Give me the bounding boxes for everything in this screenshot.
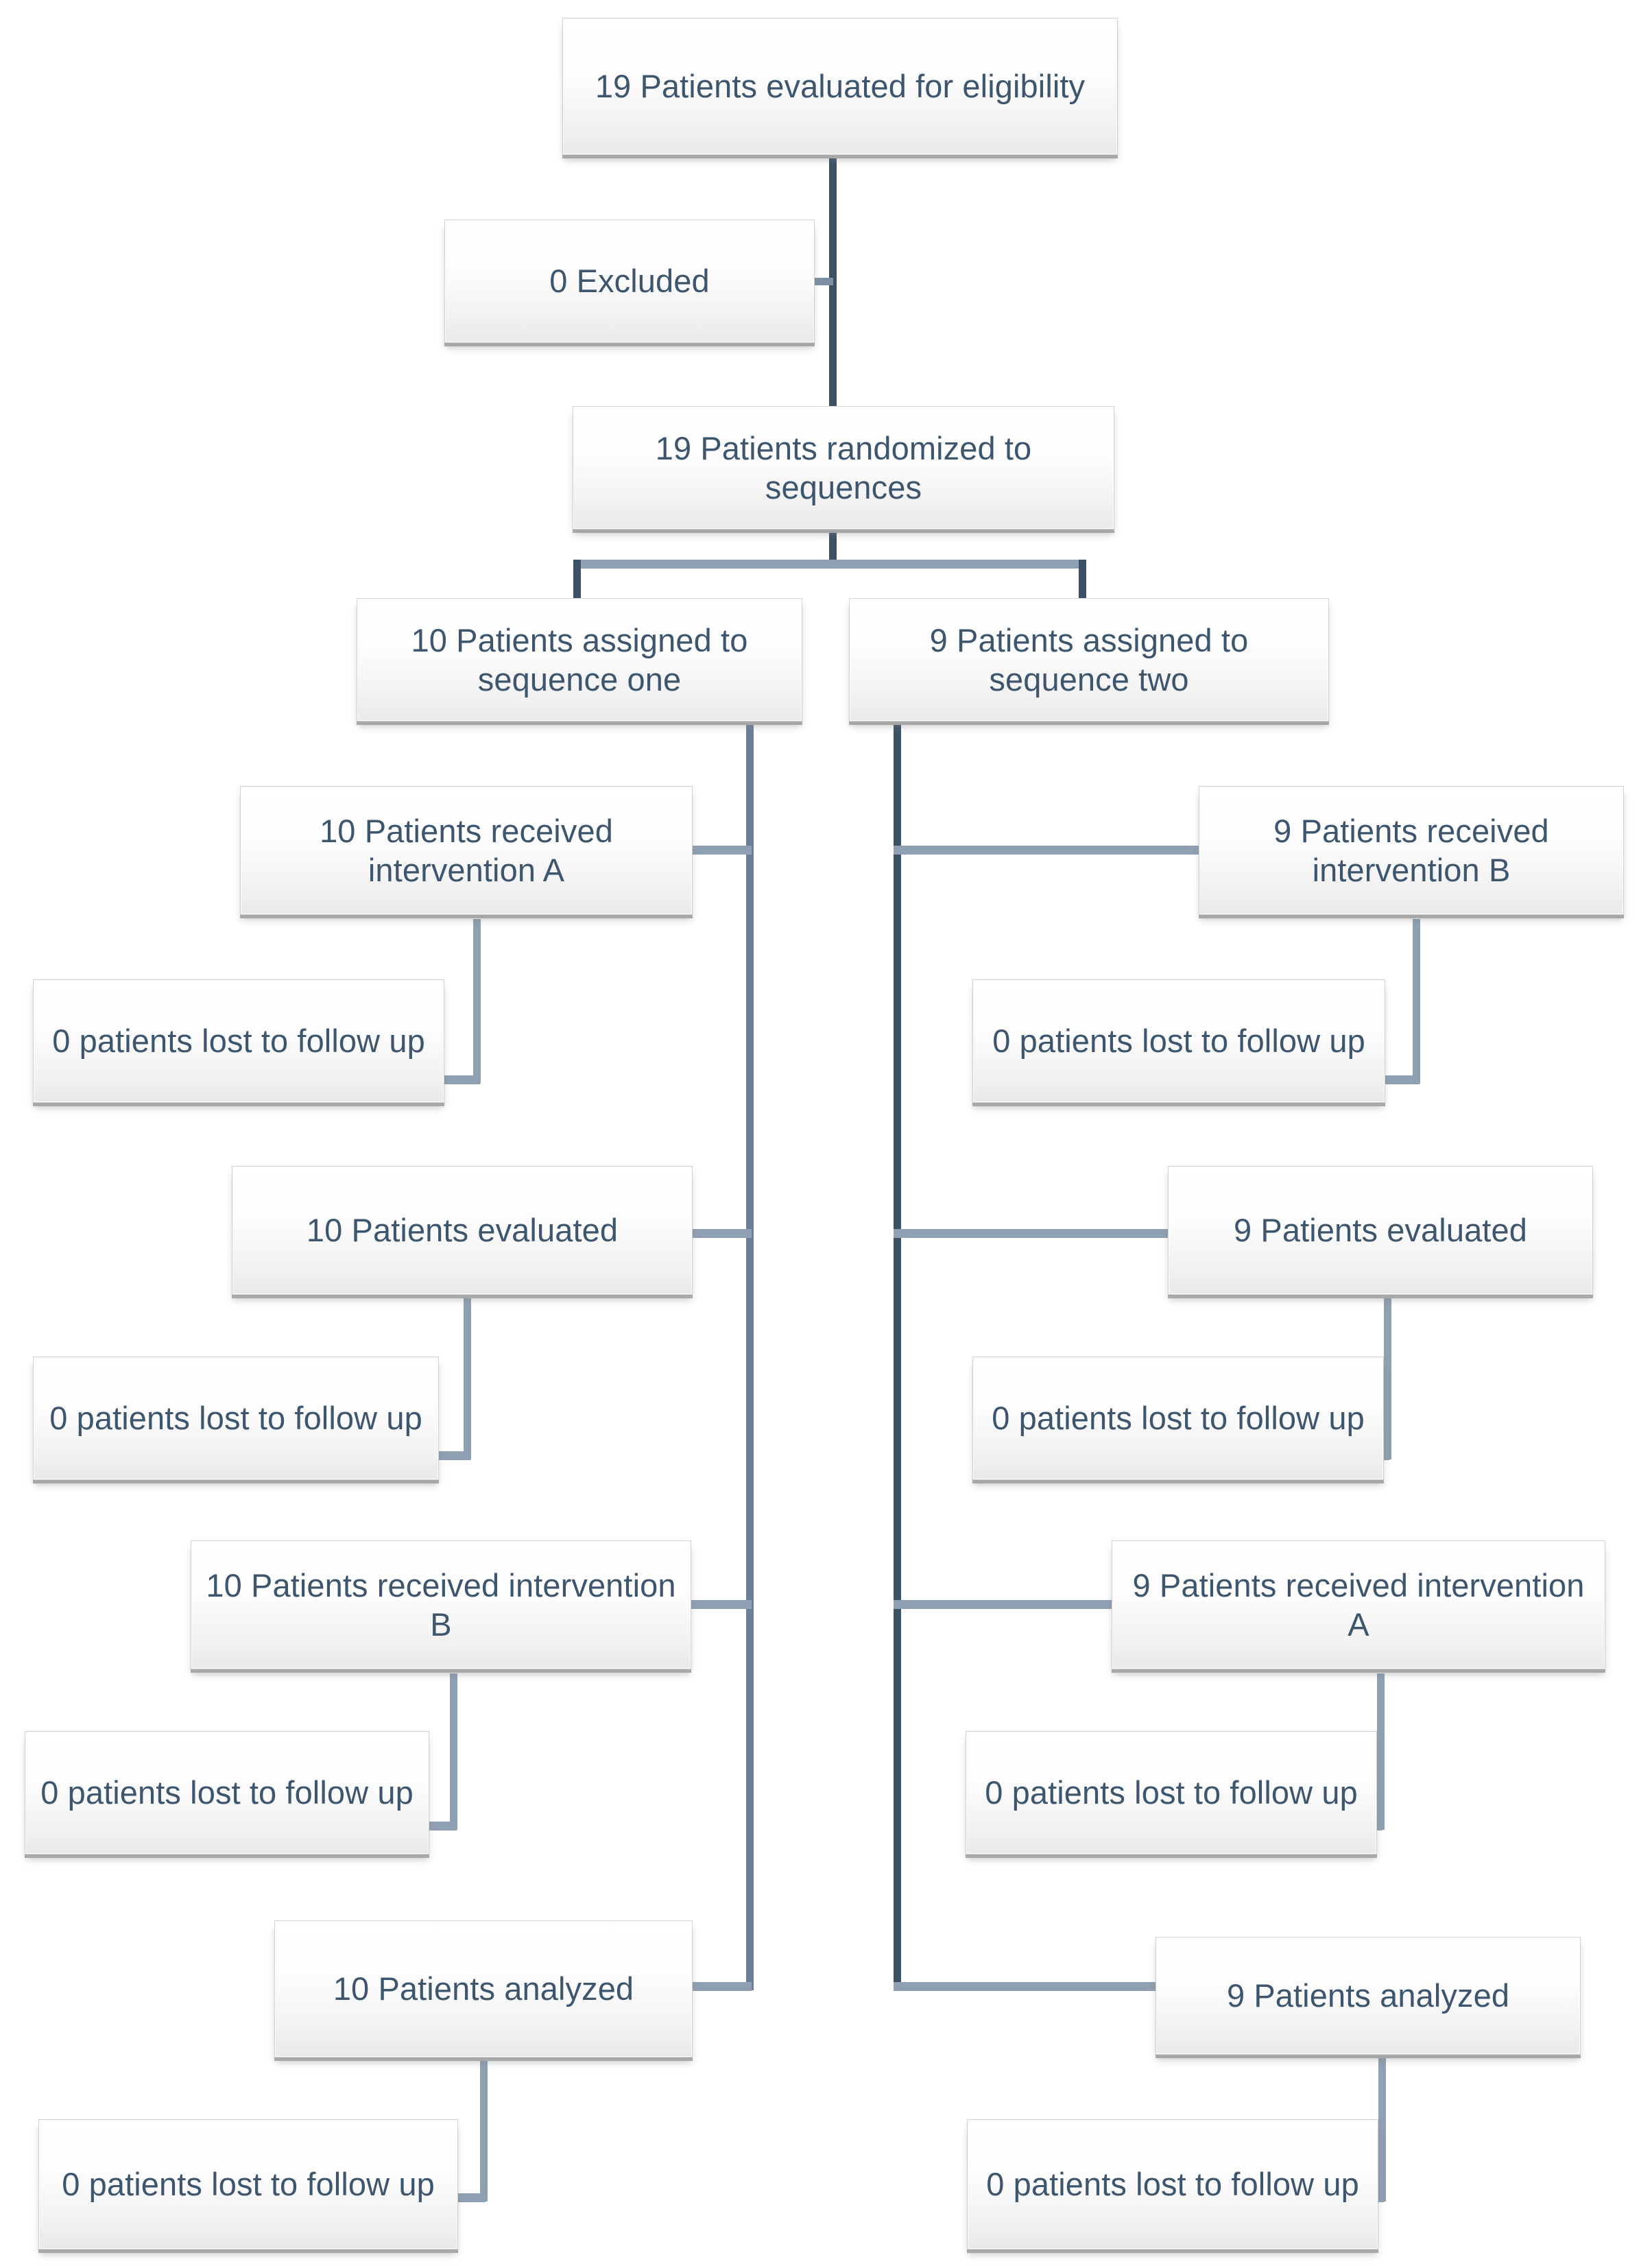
node-label: 0 patients lost to follow up: [986, 2166, 1359, 2203]
node-label: 0 patients lost to follow up: [49, 1400, 422, 1437]
connector-right-analyzed-drop: [1378, 2054, 1386, 2202]
node-right-evaluated[interactable]: 9 Patients evaluated: [1168, 1166, 1593, 1295]
connector-right-p2-drop: [1377, 1673, 1385, 1830]
node-left-period1-lost[interactable]: 0 patients lost to follow up: [33, 979, 444, 1103]
connector-left-tap-analyzed: [683, 1982, 752, 1991]
node-right-period2-lost[interactable]: 0 patients lost to follow up: [966, 1731, 1377, 1854]
connector-left-tap-period2: [683, 1600, 752, 1609]
node-label: 0 patients lost to follow up: [62, 2166, 435, 2203]
node-evaluated-for-eligibility[interactable]: 19 Patients evaluated for eligibility: [562, 18, 1118, 155]
node-left-period2-intervention[interactable]: 10 Patients received intervention B: [191, 1540, 691, 1669]
connector-split-drop-right: [1079, 560, 1086, 604]
connector-left-analyzed-drop: [480, 2054, 488, 2202]
node-label: 10 Patients received intervention A: [320, 812, 613, 888]
connector-left-eval-drop: [464, 1298, 471, 1459]
connector-randomized-down: [829, 527, 837, 561]
node-right-period1-intervention[interactable]: 9 Patients received intervention B: [1199, 786, 1624, 915]
node-left-evaluated[interactable]: 10 Patients evaluated: [232, 1166, 693, 1295]
connector-right-spine: [894, 721, 901, 1990]
node-left-period1-intervention[interactable]: 10 Patients received intervention A: [240, 786, 693, 915]
node-label: 0 patients lost to follow up: [992, 1023, 1365, 1060]
node-label: 10 Patients evaluated: [306, 1212, 619, 1249]
node-label: 19 Patients randomized to sequences: [655, 429, 1032, 505]
node-right-period2-intervention[interactable]: 9 Patients received intervention A: [1112, 1540, 1605, 1669]
node-label: 10 Patients assigned to sequence one: [411, 621, 748, 697]
node-label: 9 Patients assigned to sequence two: [929, 621, 1249, 697]
node-randomized[interactable]: 19 Patients randomized to sequences: [573, 406, 1114, 529]
node-label: 0 patients lost to follow up: [52, 1023, 425, 1060]
connector-left-p1-drop: [473, 919, 481, 1084]
node-left-analyzed-lost[interactable]: 0 patients lost to follow up: [38, 2119, 458, 2250]
node-label: 0 patients lost to follow up: [992, 1400, 1365, 1437]
connector-left-tap-evaluated: [683, 1229, 752, 1238]
connector-left-p2-drop: [450, 1673, 457, 1830]
node-left-evaluated-lost[interactable]: 0 patients lost to follow up: [33, 1357, 439, 1480]
node-label: 0 Excluded: [549, 263, 710, 300]
node-label: 9 Patients received intervention B: [1273, 812, 1549, 888]
node-label: 9 Patients evaluated: [1234, 1212, 1527, 1249]
connector-right-p1-drop: [1413, 919, 1420, 1084]
connector-split-bar: [573, 560, 1086, 569]
node-label: 0 patients lost to follow up: [40, 1774, 414, 1811]
node-sequence-two-assigned[interactable]: 9 Patients assigned to sequence two: [849, 598, 1329, 721]
node-left-period2-lost[interactable]: 0 patients lost to follow up: [25, 1731, 429, 1854]
node-left-analyzed[interactable]: 10 Patients analyzed: [274, 1920, 693, 2058]
node-excluded[interactable]: 0 Excluded: [444, 219, 815, 343]
node-label: 9 Patients received intervention A: [1132, 1566, 1585, 1643]
connector-left-tap-period1: [683, 846, 752, 855]
node-label: 0 patients lost to follow up: [985, 1774, 1358, 1811]
node-right-evaluated-lost[interactable]: 0 patients lost to follow up: [972, 1357, 1384, 1480]
connector-left-spine: [746, 721, 754, 1990]
node-right-period1-lost[interactable]: 0 patients lost to follow up: [972, 979, 1385, 1103]
node-label: 9 Patients analyzed: [1226, 1977, 1510, 2014]
node-sequence-one-assigned[interactable]: 10 Patients assigned to sequence one: [357, 598, 802, 721]
connector-right-tap-period1: [894, 846, 1199, 855]
connector-split-drop-left: [573, 560, 581, 604]
connector-right-tap-period2: [894, 1600, 1112, 1609]
node-right-analyzed-lost[interactable]: 0 patients lost to follow up: [967, 2119, 1378, 2250]
node-label: 19 Patients evaluated for eligibility: [595, 68, 1086, 105]
connector-right-tap-analyzed: [894, 1982, 1156, 1991]
node-right-analyzed[interactable]: 9 Patients analyzed: [1156, 1937, 1581, 2055]
connector-right-tap-evaluated: [894, 1229, 1168, 1238]
connector-right-eval-drop: [1384, 1298, 1391, 1459]
node-label: 10 Patients analyzed: [333, 1970, 634, 2007]
node-label: 10 Patients received intervention B: [206, 1566, 676, 1643]
